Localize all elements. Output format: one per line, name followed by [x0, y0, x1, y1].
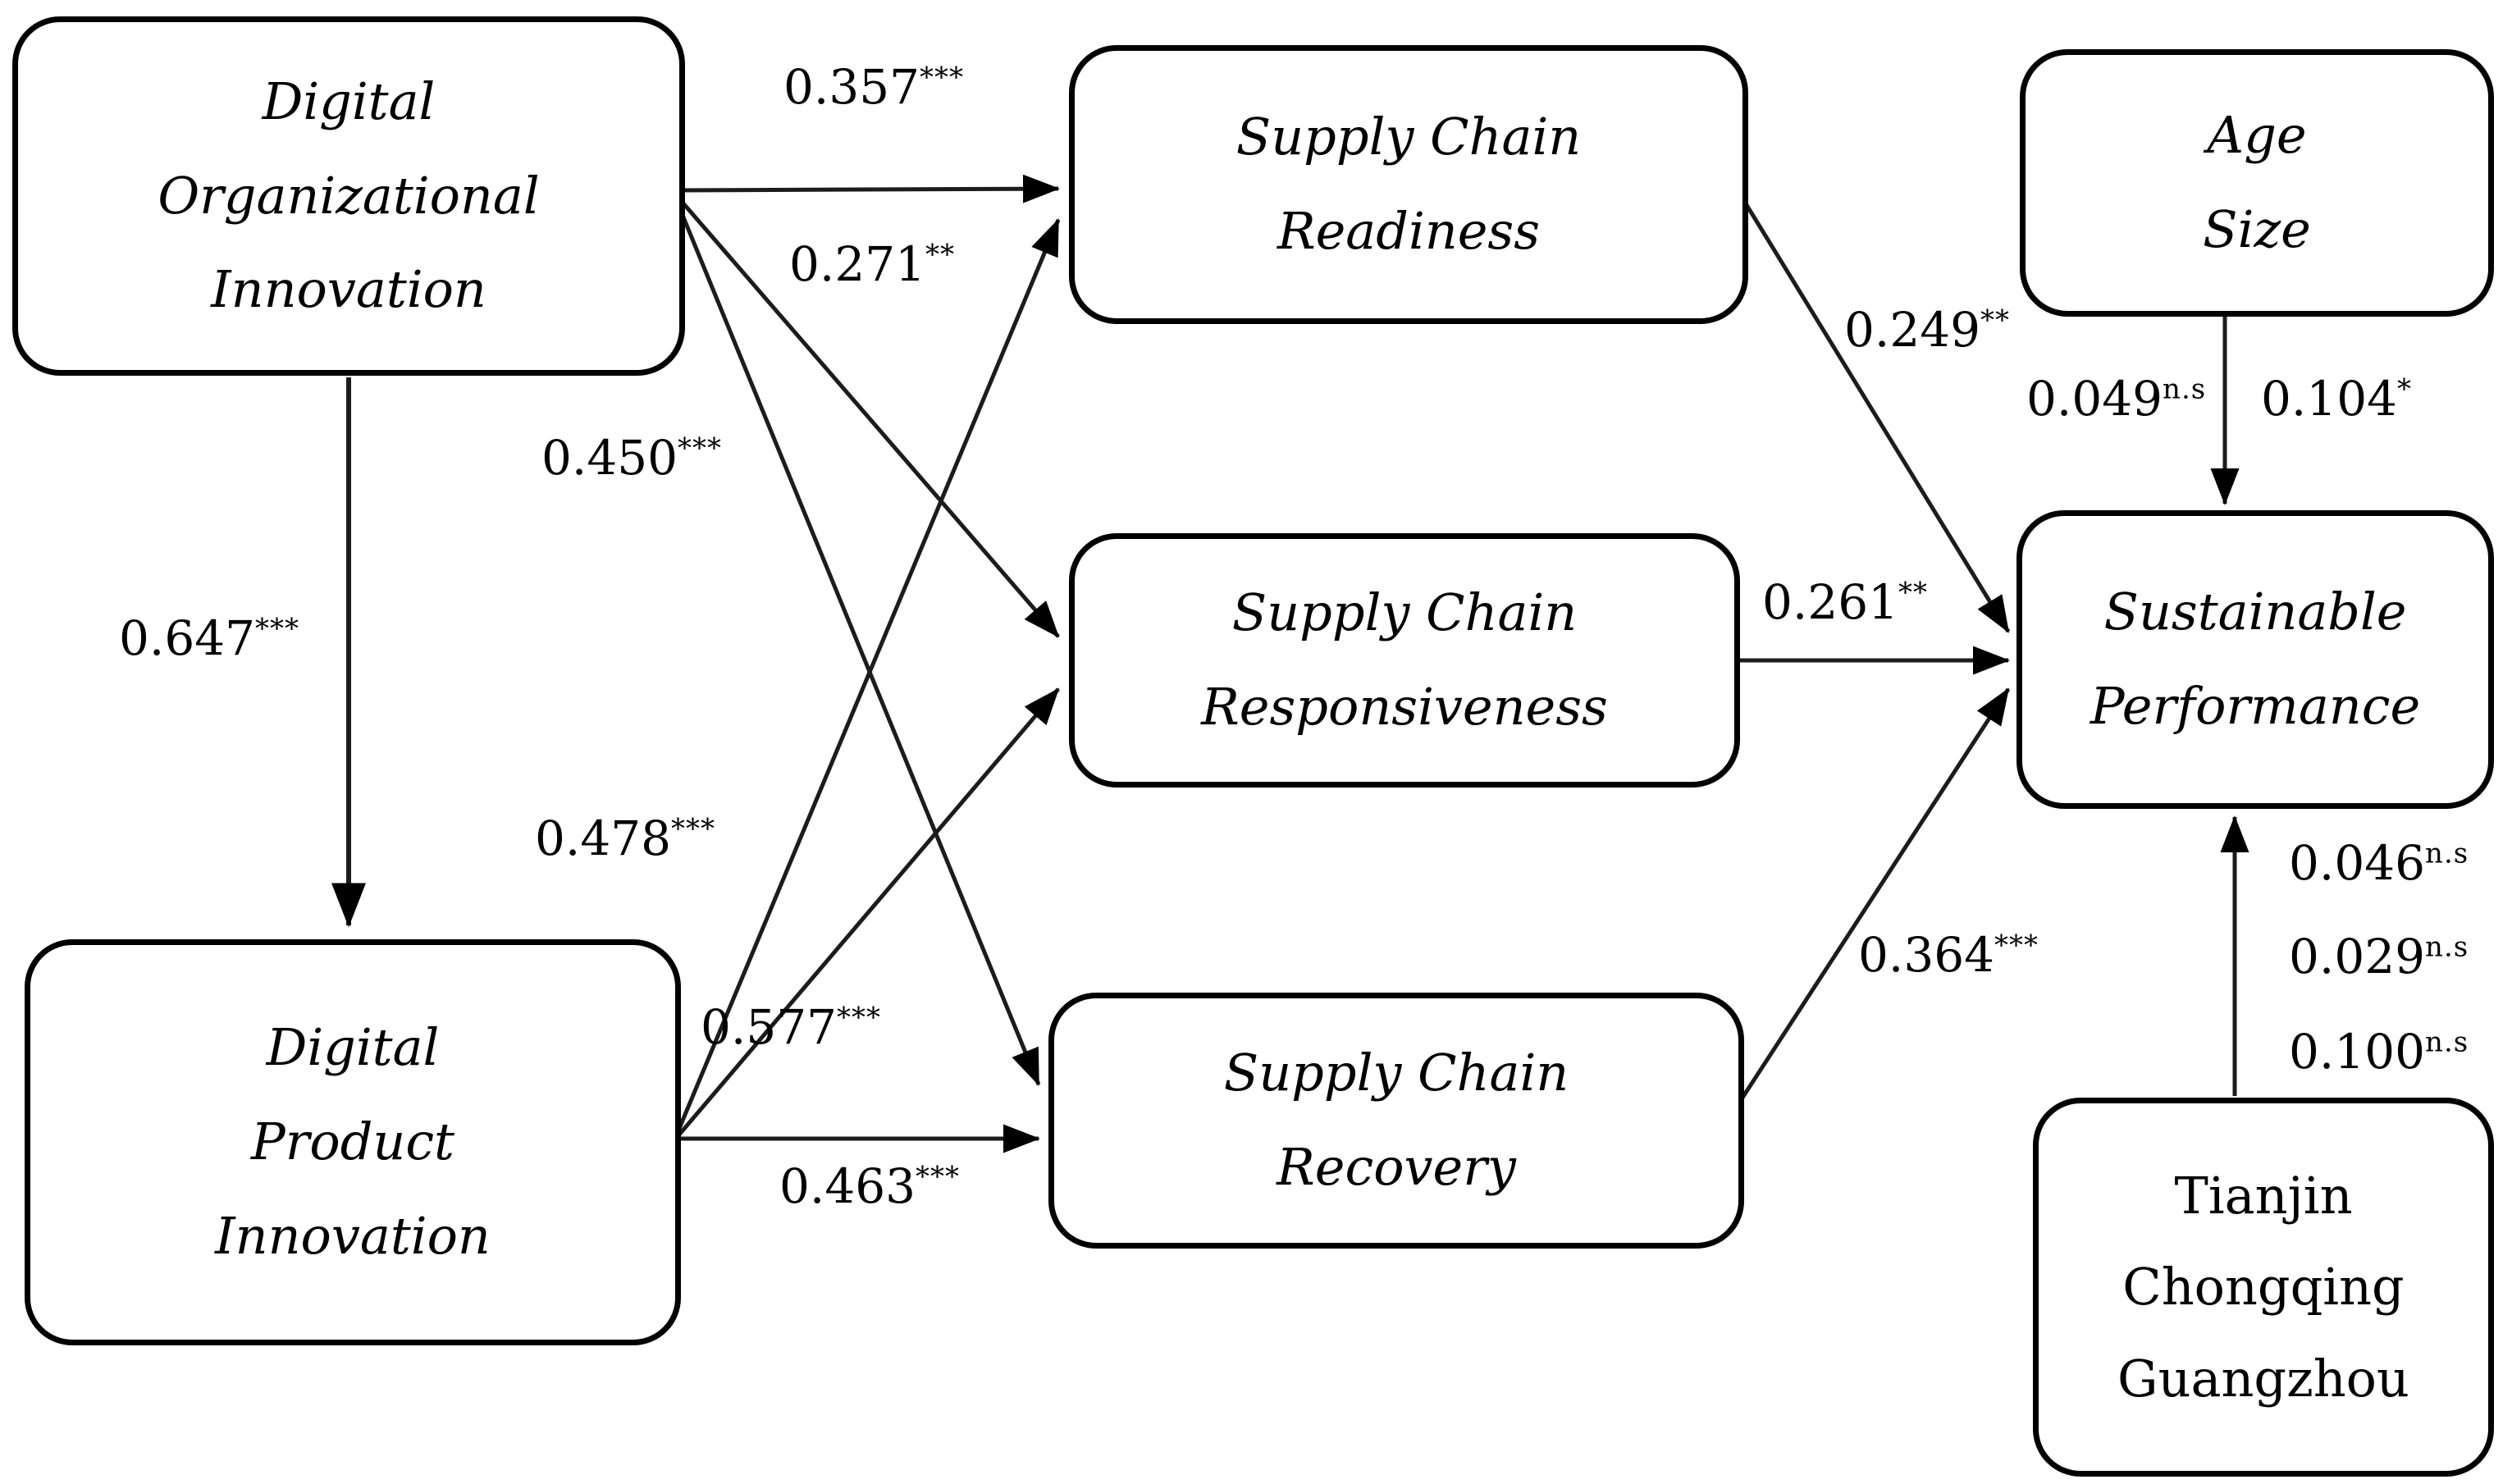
node-label-line: Age: [2207, 105, 2307, 166]
node-label-line: Innovation: [215, 1205, 491, 1266]
node-supply-chain-responsiveness: Supply Chain Responsiveness: [1069, 533, 1740, 788]
node-label-line: Supply Chain: [1231, 582, 1578, 643]
coef-value: 0.046: [2289, 835, 2426, 891]
node-label-line: Chongqing: [2122, 1257, 2405, 1317]
coef-sig: **: [925, 238, 956, 272]
coef-sig: **: [1898, 576, 1929, 610]
node-label-line: Responsiveness: [1201, 677, 1608, 737]
coef-recovery-to-sp: 0.364***: [1858, 927, 2039, 983]
node-control-cities: Tianjin Chongqing Guangzhou: [2033, 1098, 2494, 1477]
coef-age-to-sp: 0.049n.s: [2026, 371, 2206, 427]
coef-tianjin-to-sp: 0.046n.s: [2289, 835, 2469, 891]
coef-value: 0.029: [2289, 929, 2426, 984]
arrow-dpi-to-responsiveness: [673, 687, 1060, 1142]
arrow-dpi-to-readiness: [672, 218, 1061, 1141]
coef-value: 0.104: [2261, 371, 2398, 427]
coef-guangzhou-to-sp: 0.100n.s: [2289, 1024, 2469, 1080]
coef-size-to-sp: 0.104*: [2261, 371, 2412, 427]
node-label-line: Product: [251, 1112, 454, 1172]
node-label-line: Digital: [266, 1017, 440, 1078]
arrow-doi-to-readiness: [672, 174, 1060, 203]
coef-dpi-to-recovery: 0.463***: [779, 1158, 960, 1214]
coef-sig: n.s: [2425, 837, 2469, 870]
coef-doi-to-readiness: 0.357***: [783, 59, 964, 115]
coef-doi-to-recovery: 0.478***: [535, 810, 715, 866]
coef-sig: ***: [837, 1001, 882, 1034]
node-label-line: Size: [2203, 199, 2311, 259]
coef-value: 0.577: [701, 999, 838, 1055]
node-supply-chain-readiness: Supply Chain Readiness: [1069, 45, 1748, 324]
coef-value: 0.049: [2026, 371, 2163, 427]
arrow-doi-to-recovery: [670, 190, 1041, 1086]
coef-sig: n.s: [2425, 930, 2469, 964]
coef-value: 0.261: [1762, 574, 1899, 630]
coef-sig: ***: [678, 432, 723, 465]
arrow-doi-to-responsiveness: [671, 189, 1060, 638]
coef-sig: ***: [1994, 929, 2039, 962]
coef-value: 0.249: [1844, 302, 1981, 358]
coef-sig: ***: [671, 812, 716, 846]
coef-value: 0.100: [2289, 1024, 2426, 1080]
coef-value: 0.450: [541, 430, 678, 486]
coef-value: 0.364: [1858, 927, 1995, 983]
node-label-line: Sustainable: [2103, 582, 2407, 642]
coef-value: 0.478: [535, 810, 672, 866]
coef-dpi-to-readiness: 0.271**: [789, 236, 955, 292]
node-label-line: Organizational: [158, 165, 540, 226]
coef-responsiveness-to-sp: 0.261**: [1762, 574, 1928, 630]
coef-sig: n.s: [2425, 1025, 2469, 1059]
coef-readiness-to-sp: 0.249**: [1844, 302, 2010, 358]
node-age-size: Age Size: [2020, 49, 2494, 317]
node-digital-organizational-innovation: Digital Organizational Innovation: [12, 16, 685, 376]
node-label-line: Innovation: [211, 259, 486, 320]
coef-value: 0.647: [119, 610, 256, 666]
node-label-line: Guangzhou: [2117, 1348, 2409, 1409]
coef-doi-to-responsiveness: 0.450***: [541, 430, 722, 486]
node-digital-product-innovation: Digital Product Innovation: [25, 939, 681, 1345]
node-label-line: Readiness: [1277, 201, 1541, 261]
coef-sig: ***: [920, 61, 965, 94]
node-supply-chain-recovery: Supply Chain Recovery: [1048, 993, 1744, 1249]
coef-chongqing-to-sp: 0.029n.s: [2289, 929, 2469, 984]
node-label-line: Digital: [262, 71, 436, 131]
node-sustainable-performance: Sustainable Performance: [2016, 510, 2494, 809]
node-label-line: Recovery: [1277, 1137, 1516, 1197]
coef-sig: *: [2397, 372, 2413, 406]
coef-sig: **: [1980, 304, 2011, 337]
coef-sig: ***: [255, 612, 300, 646]
coef-dpi-to-responsiveness: 0.577***: [701, 999, 881, 1055]
node-label-line: Supply Chain: [1223, 1043, 1569, 1103]
coef-value: 0.271: [789, 236, 926, 292]
node-label-line: Performance: [2090, 676, 2421, 736]
coef-value: 0.357: [783, 59, 920, 115]
coef-doi-to-dpi: 0.647***: [119, 610, 299, 666]
node-label-line: Tianjin: [2174, 1165, 2353, 1226]
coef-sig: ***: [916, 1160, 961, 1194]
arrow-readiness-to-sp: [1742, 199, 2011, 633]
coef-sig: n.s: [2163, 372, 2207, 406]
coef-value: 0.463: [779, 1158, 916, 1214]
arrow-recovery-to-sp: [1740, 687, 2011, 1099]
node-label-line: Supply Chain: [1235, 107, 1582, 167]
